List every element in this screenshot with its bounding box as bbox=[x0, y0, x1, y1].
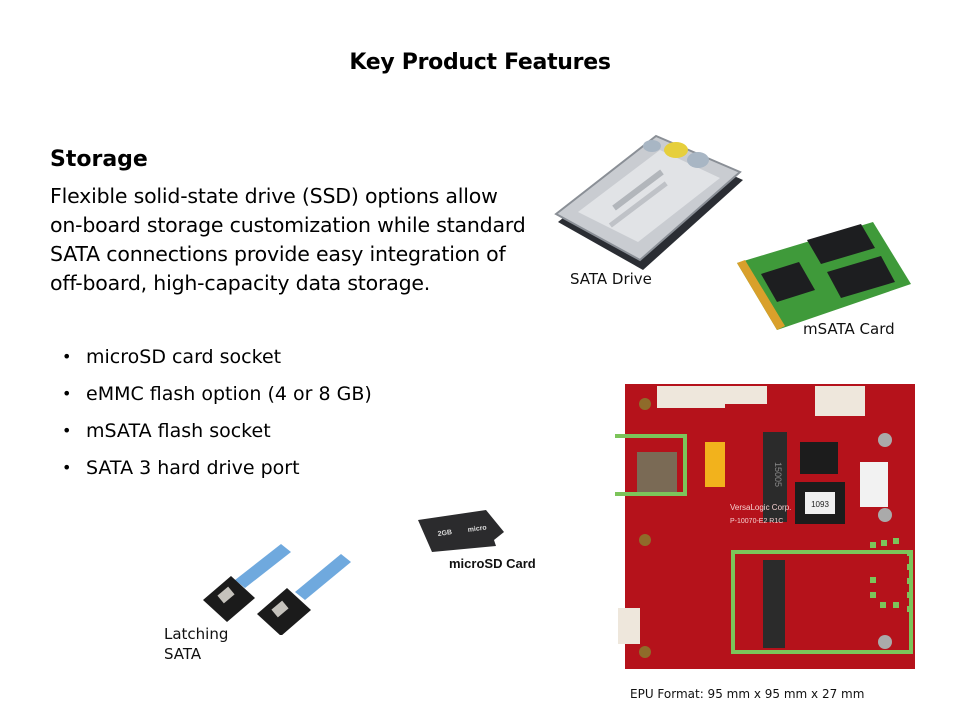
caption-line: Latching bbox=[164, 625, 229, 643]
sata-latch bbox=[217, 586, 235, 604]
highlight-dot bbox=[880, 602, 886, 608]
board-connector bbox=[618, 608, 640, 644]
bullet-text: mSATA flash socket bbox=[86, 420, 271, 442]
sata-cable bbox=[235, 544, 291, 588]
chip-sticker bbox=[805, 492, 835, 514]
board-connector bbox=[657, 386, 725, 408]
sata-cable bbox=[295, 554, 351, 600]
mount-hole bbox=[639, 646, 651, 658]
microsd-capacity-label: 2GB bbox=[437, 529, 452, 538]
highlight-dot bbox=[907, 550, 913, 556]
flash-chip bbox=[807, 224, 875, 264]
board-image: 15005 1093 VersaLogic Corp. P-10070-E2 R… bbox=[615, 384, 915, 669]
microsd-caption: microSD Card bbox=[449, 556, 536, 571]
highlight-dot bbox=[907, 606, 913, 612]
microsd-socket bbox=[637, 452, 677, 492]
bullet-icon: • bbox=[62, 458, 72, 477]
board-connector bbox=[815, 386, 865, 416]
silkscreen-part: P-10070-E2 R1C bbox=[730, 518, 783, 525]
bullet-item: • eMMC flash option (4 or 8 GB) bbox=[62, 379, 372, 416]
microsd-card-image: 2GB micro bbox=[418, 510, 504, 552]
bullet-icon: • bbox=[62, 384, 72, 403]
section-heading: Storage bbox=[50, 147, 148, 172]
latching-sata-caption: Latching SATA bbox=[164, 624, 228, 664]
barcode-sticker bbox=[705, 442, 725, 487]
body-paragraph: Flexible solid-state drive (SSD) options… bbox=[50, 184, 526, 295]
sata-drive-image bbox=[554, 134, 743, 270]
bullet-icon: • bbox=[62, 421, 72, 440]
mount-hole bbox=[639, 534, 651, 546]
bullet-text: eMMC flash option (4 or 8 GB) bbox=[86, 383, 372, 405]
msata-edge-connector bbox=[737, 260, 785, 330]
highlight-dot bbox=[893, 538, 899, 544]
chip-label: 1093 bbox=[811, 500, 829, 509]
drive-screw-pad bbox=[687, 152, 709, 168]
msata-socket bbox=[763, 560, 785, 648]
msata-caption: mSATA Card bbox=[803, 320, 895, 338]
highlight-dot bbox=[907, 564, 913, 570]
mount-hole bbox=[878, 635, 892, 649]
highlight-dot bbox=[870, 542, 876, 548]
minicard-socket bbox=[763, 432, 787, 522]
label-text-blur bbox=[608, 181, 668, 228]
highlight-dot bbox=[893, 602, 899, 608]
bullet-icon: • bbox=[62, 347, 72, 366]
highlight-dot bbox=[870, 592, 876, 598]
flash-chip bbox=[827, 256, 895, 298]
highlight-dot bbox=[870, 577, 876, 583]
highlight-dot bbox=[881, 540, 887, 546]
feature-bullet-list: • microSD card socket • eMMC flash option … bbox=[62, 342, 372, 490]
board-connector bbox=[725, 386, 767, 404]
label-text-blur bbox=[612, 169, 664, 211]
microsd-body bbox=[418, 510, 504, 552]
controller-chip bbox=[761, 262, 815, 302]
bullet-text: microSD card socket bbox=[86, 346, 282, 368]
microsd-socket-highlight bbox=[615, 434, 687, 496]
highlight-dot bbox=[907, 592, 913, 598]
slide-title: Key Product Features bbox=[349, 50, 611, 75]
highlight-dot bbox=[907, 578, 913, 584]
microsd-brand-label: micro bbox=[467, 524, 487, 534]
bullet-item: • microSD card socket bbox=[62, 342, 372, 379]
sata-latch bbox=[271, 600, 289, 618]
bullet-item: • mSATA flash socket bbox=[62, 416, 372, 453]
bullet-text: SATA 3 hard drive port bbox=[86, 457, 300, 479]
msata-socket-highlight bbox=[731, 550, 913, 654]
latching-sata-image bbox=[203, 544, 351, 635]
caption-line: SATA bbox=[164, 645, 202, 663]
drive-screw-pad bbox=[643, 140, 661, 152]
msata-card-image bbox=[737, 222, 911, 330]
sata-drive-caption: SATA Drive bbox=[570, 270, 652, 288]
dotted-highlight bbox=[870, 538, 913, 612]
ic-chip bbox=[800, 442, 838, 474]
silkscreen-company: VersaLogic Corp. bbox=[730, 503, 791, 512]
bullet-item: • SATA 3 hard drive port bbox=[62, 453, 372, 490]
mount-hole bbox=[878, 508, 892, 522]
drive-sticker bbox=[664, 142, 688, 158]
mount-hole bbox=[639, 398, 651, 410]
socket-label: 15005 bbox=[773, 462, 783, 487]
board-format-caption: EPU Format: 95 mm x 95 mm x 27 mm bbox=[630, 687, 865, 701]
board-label-sticker bbox=[860, 462, 888, 507]
mount-hole bbox=[878, 433, 892, 447]
